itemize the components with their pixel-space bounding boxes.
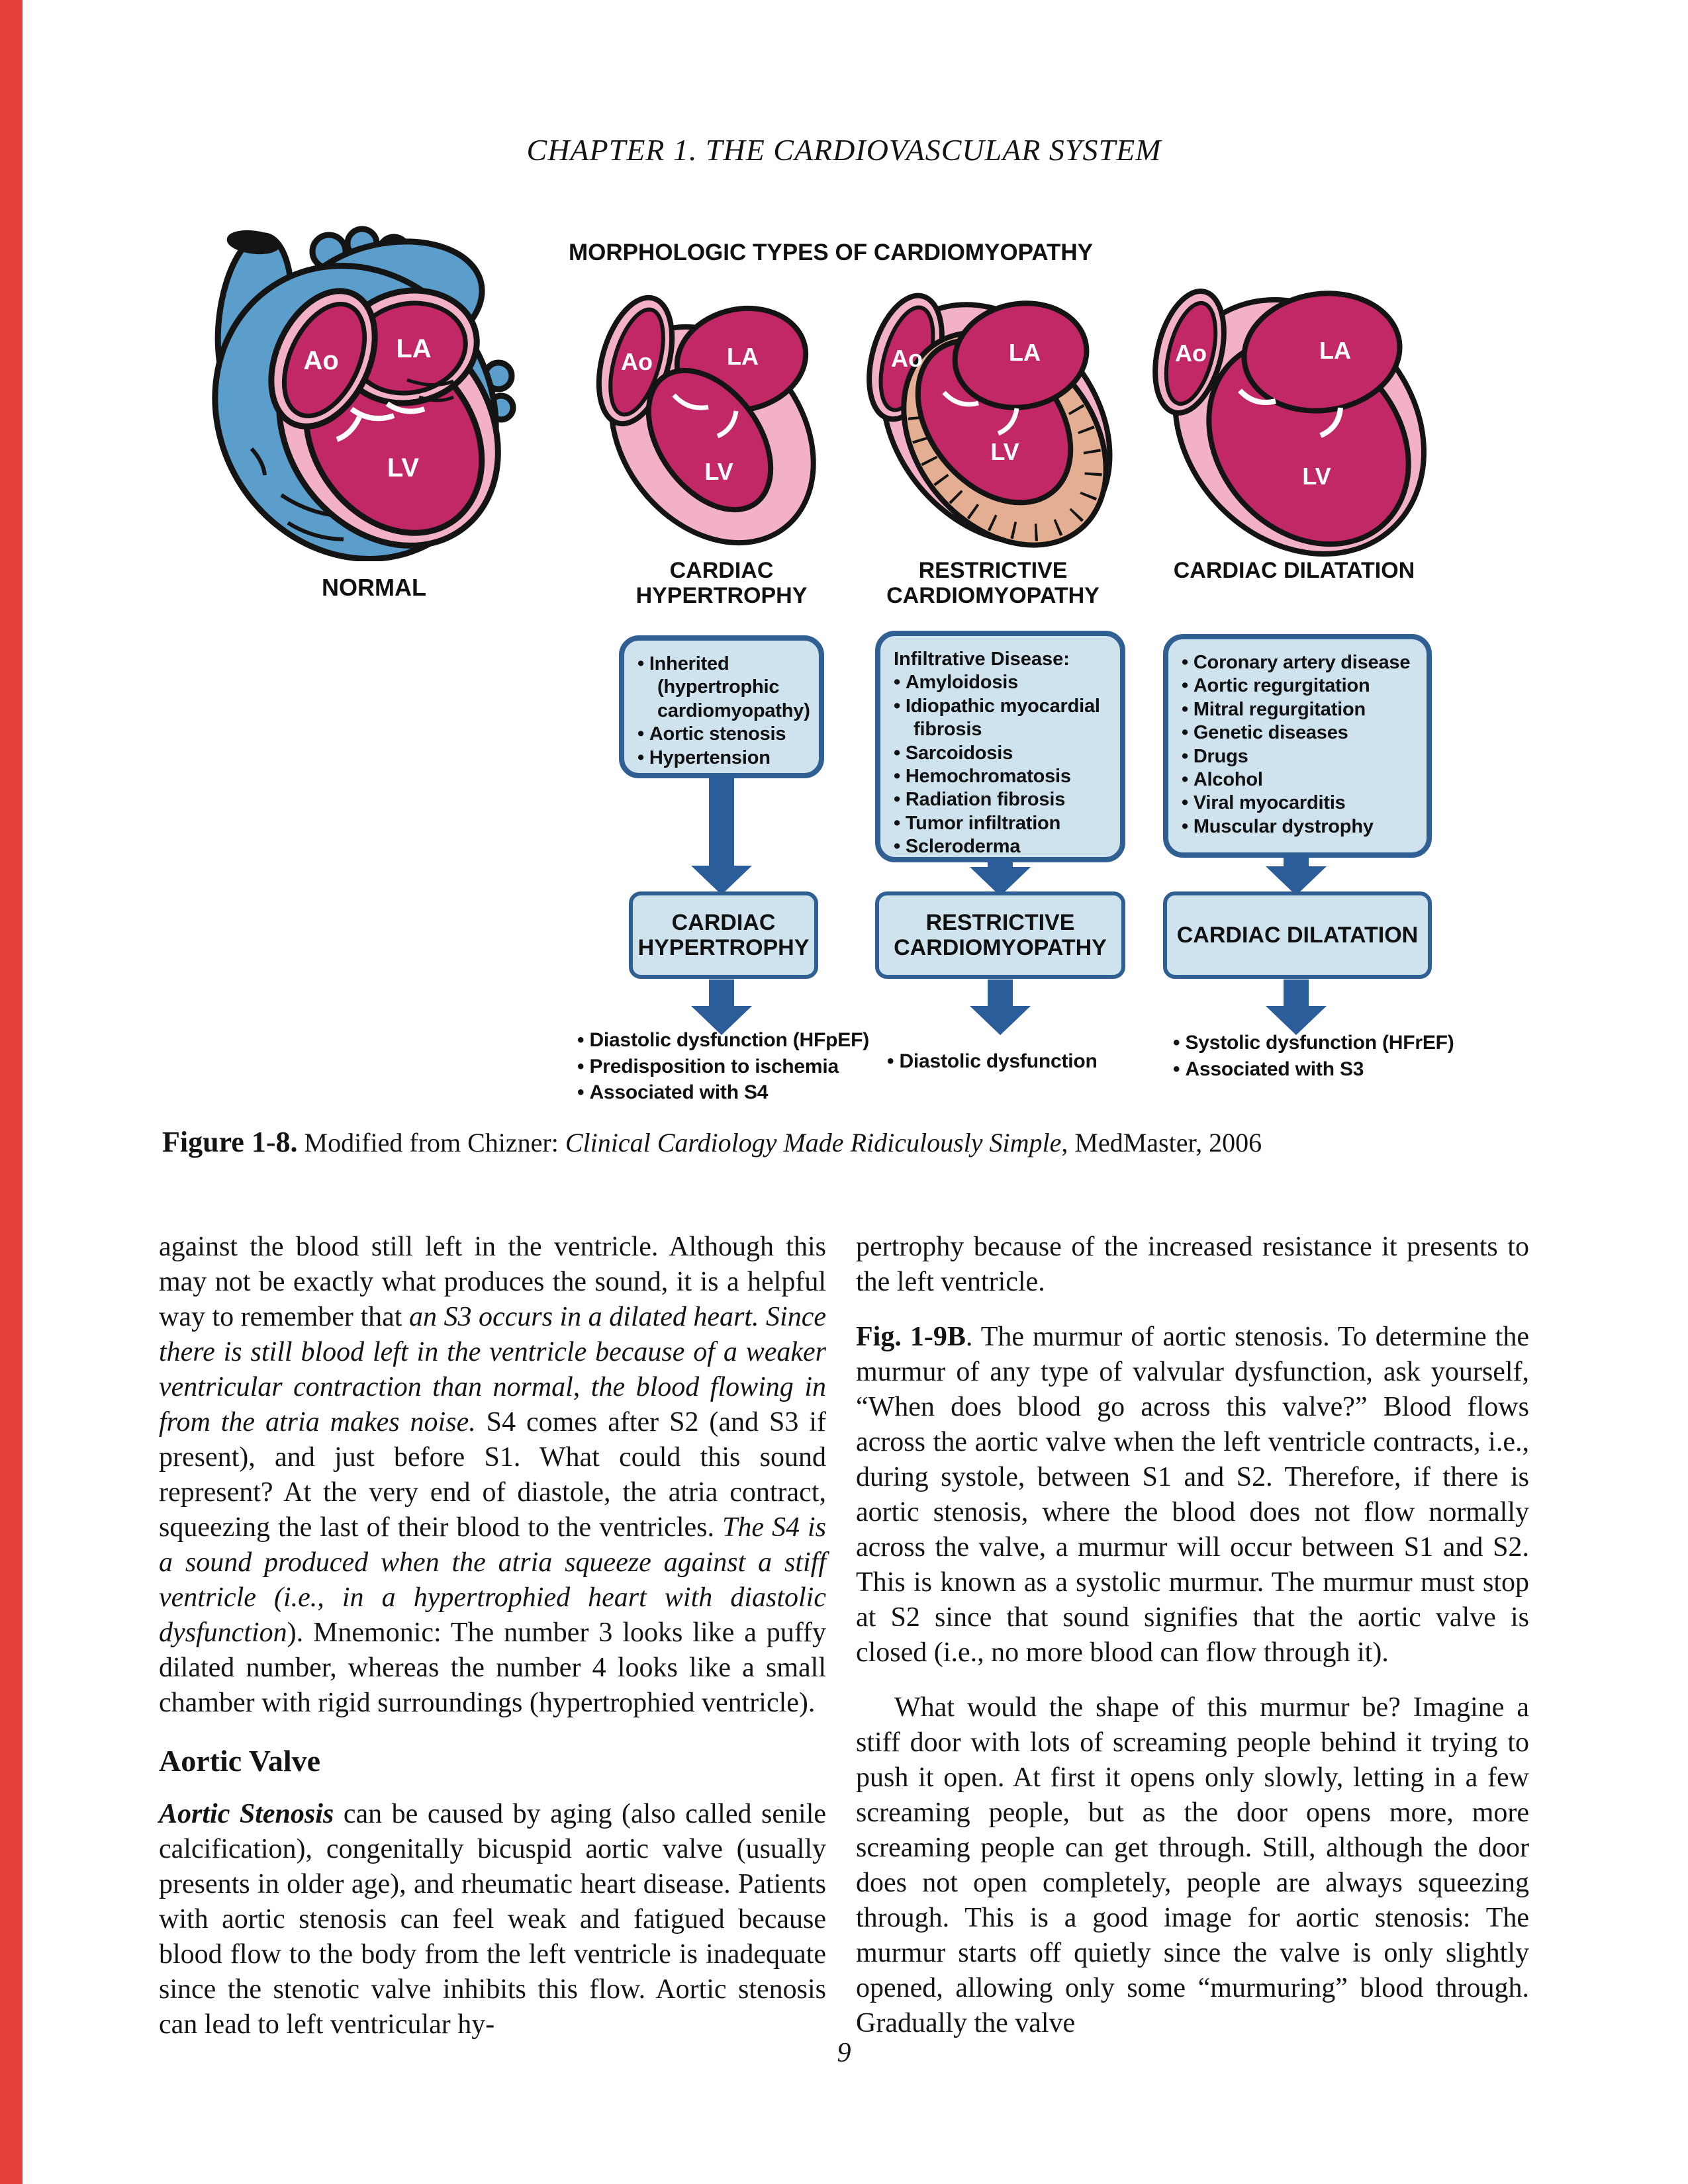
down-arrow [970, 859, 1031, 896]
dilatation-heart-caption: CARDIAC DILATATION [1173, 558, 1415, 583]
section-heading: Aortic Valve [159, 1744, 321, 1778]
list-item: Alcohol [1182, 768, 1413, 792]
text-run: against the blood still left in the vent… [159, 1232, 826, 1332]
hypertrophy-heart-caption: CARDIAC HYPERTROPHY [635, 558, 808, 609]
list-item: Coronary artery disease [1182, 651, 1413, 674]
outcomes-list-hypertrophy: Diastolic dysfunction (HFpEF)Predisposit… [577, 1027, 888, 1106]
text-run-bold-italic: Aortic Stenosis [159, 1799, 334, 1829]
text-run: can be caused by aging (also called seni… [159, 1799, 827, 2040]
lv-label: LV [990, 438, 1019, 465]
list-item: Muscular dystrophy [1182, 815, 1413, 839]
lv-label: LV [1302, 463, 1331, 490]
list-item: Associated with S3 [1173, 1056, 1477, 1083]
list-item: Diastolic dysfunction [887, 1048, 1165, 1075]
ao-label: Ao [303, 346, 338, 375]
la-label: LA [727, 343, 759, 370]
figure-caption-text2: , MedMaster, 2006 [1061, 1128, 1262, 1158]
outcomes-list-dilatation: Systolic dysfunction (HFrEF)Associated w… [1173, 1030, 1477, 1082]
figure-caption: Figure 1-8. Modified from Chizner: Clini… [162, 1125, 1526, 1159]
causes-box-hypertrophy: Inherited (hypertrophic cardiomyopathy)A… [619, 635, 824, 778]
causes-list: AmyloidosisIdiopathic myocardial fibrosi… [894, 671, 1107, 858]
list-item: Diastolic dysfunction (HFpEF) [577, 1027, 888, 1054]
figure-caption-source: Clinical Cardiology Made Ridiculously Si… [565, 1128, 1062, 1158]
result-box-restrictive: RESTRICTIVE CARDIOMYOPATHY [875, 891, 1125, 979]
normal-heart-caption: NORMAL [322, 574, 426, 601]
text-run: S4 comes after S2 (and S3 if present), a… [159, 1407, 826, 1543]
result-box-dilatation: CARDIAC DILATATION [1163, 891, 1432, 979]
figure-title: MORPHOLOGIC TYPES OF CARDIOMYOPATHY [568, 240, 1094, 265]
normal-heart-illustration: Ao LA LV [212, 226, 516, 561]
paragraph: Fig. 1-9B. The murmur of aortic stenosis… [856, 1320, 1529, 1670]
causes-list: Coronary artery diseaseAortic regurgitat… [1182, 651, 1413, 839]
result-box-hypertrophy: CARDIAC HYPERTROPHY [629, 891, 818, 979]
ao-label: Ao [621, 348, 653, 375]
valve-lines [1238, 388, 1343, 438]
chapter-header: CHAPTER 1. THE CARDIOVASCULAR SYSTEM [526, 133, 1162, 167]
ao-label: Ao [1175, 340, 1207, 367]
list-item: Hemochromatosis [894, 765, 1107, 788]
list-item: Genetic diseases [1182, 721, 1413, 745]
list-item: Hypertension [637, 747, 806, 770]
figure-caption-text: Modified from Chizner: [297, 1128, 565, 1158]
down-arrow [1266, 856, 1327, 895]
list-item: Amyloidosis [894, 671, 1107, 694]
text-run-italic: The S4 is a sound produced when the atri… [159, 1512, 827, 1648]
text-run-italic: an S3 occurs in a dilated heart. Since t… [159, 1302, 826, 1437]
restrictive-heart-caption: RESTRICTIVE CARDIOMYOPATHY [886, 558, 1100, 609]
lv-label: LV [704, 458, 733, 485]
causes-list: Inherited (hypertrophic cardiomyopathy)A… [637, 653, 810, 770]
list-item: Aortic stenosis [637, 723, 806, 746]
text-run-bold: Fig. 1-9B [856, 1322, 966, 1352]
valve-lines [336, 401, 426, 442]
list-item: Viral myocarditis [1182, 792, 1413, 815]
result-label: CARDIAC DILATATION [1176, 922, 1419, 948]
list-item: Mitral regurgitation [1182, 698, 1413, 721]
paragraph: against the blood still left in the vent… [159, 1230, 826, 1721]
list-item: Drugs [1182, 745, 1413, 768]
text-run: ). Mnemonic: The number 3 looks like a p… [159, 1617, 826, 1718]
hypertrophy-heart-illustration: Ao LA LV [596, 295, 816, 546]
down-arrow [1266, 979, 1327, 1035]
list-item: Tumor infiltration [894, 812, 1107, 835]
page-edge-red-bar [0, 0, 23, 2184]
list-item: Sarcoidosis [894, 742, 1107, 765]
causes-box-dilatation: Coronary artery diseaseAortic regurgitat… [1163, 634, 1432, 858]
la-label: LA [1319, 337, 1351, 364]
outcomes-list-restrictive: Diastolic dysfunction [887, 1048, 1165, 1075]
lv-label: LV [387, 453, 419, 482]
list-item: Scleroderma [894, 835, 1107, 858]
text-run: . The murmur of aortic stenosis. To dete… [856, 1322, 1529, 1668]
body-column-left: against the blood still left in the vent… [159, 1230, 826, 2042]
valve-lines [672, 393, 739, 439]
body-column-right: pertrophy because of the increased resis… [856, 1230, 1529, 2041]
dilatation-heart-illustration: Ao LA LV [1152, 289, 1427, 557]
list-item: Predisposition to ischemia [577, 1054, 888, 1080]
ao-label: Ao [891, 345, 923, 372]
list-item: Associated with S4 [577, 1079, 888, 1106]
list-item: Inherited (hypertrophic cardiomyopathy) [637, 653, 810, 723]
la-label: LA [396, 334, 431, 363]
down-arrow [691, 776, 752, 895]
valve-lines [942, 390, 1019, 436]
list-item: Aortic regurgitation [1182, 674, 1413, 698]
paragraph: pertrophy because of the increased resis… [856, 1232, 1529, 1297]
figure-caption-label: Figure 1-8. [162, 1126, 298, 1158]
restrictive-heart-illustration: Ao LA LV [867, 293, 1113, 548]
list-item: Radiation fibrosis [894, 788, 1107, 811]
list-item: Systolic dysfunction (HFrEF) [1173, 1030, 1477, 1056]
la-label: LA [1009, 339, 1041, 366]
paragraph: What would the shape of this murmur be? … [856, 1692, 1529, 2038]
down-arrow [970, 979, 1031, 1035]
causes-list-header: Infiltrative Disease: [894, 649, 1070, 670]
paragraph: Aortic Stenosis can be caused by aging (… [159, 1797, 826, 2042]
causes-box-restrictive: Infiltrative Disease: AmyloidosisIdiopat… [875, 631, 1125, 862]
page-number: 9 [837, 2038, 851, 2068]
result-label: RESTRICTIVE CARDIOMYOPATHY [894, 909, 1107, 960]
result-label: CARDIAC HYPERTROPHY [637, 909, 810, 960]
list-item: Idiopathic myocardial fibrosis [894, 695, 1107, 742]
